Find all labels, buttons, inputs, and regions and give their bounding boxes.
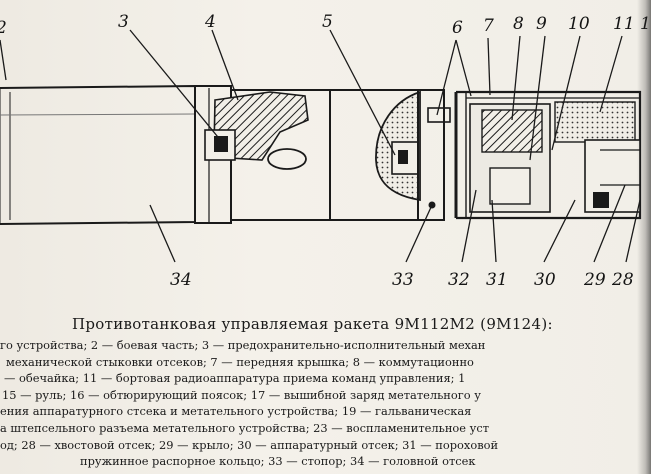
- side-port: [267, 148, 307, 170]
- leader-lines: [0, 29, 641, 263]
- ref-number-9: 9: [536, 14, 547, 34]
- ref-number-29: 29: [584, 270, 606, 290]
- ref-number-7: 7: [483, 16, 494, 36]
- ref-number-4: 4: [205, 12, 216, 32]
- missile-cutaway-drawing: [0, 29, 642, 263]
- ref-number-5: 5: [322, 12, 333, 32]
- legend-line: го устройства; 2 — боевая часть; 3 — пре…: [0, 338, 486, 352]
- ref-number-8: 8: [513, 14, 524, 34]
- ref-number-10: 10: [568, 14, 590, 34]
- caption-legend: го устройства; 2 — боевая часть; 3 — пре…: [0, 337, 651, 470]
- ref-number-11: 11: [613, 14, 635, 34]
- head-section-outline: [0, 84, 196, 225]
- ref-number-28: 28: [612, 270, 634, 290]
- page-edge-shadow: [637, 0, 651, 474]
- legend-line: — обечайка; 11 — бортовая радиоаппаратур…: [4, 371, 466, 386]
- ref-number-31: 31: [486, 270, 508, 290]
- legend-line: од; 28 — хвостовой отсек; 29 — крыло; 30…: [0, 437, 499, 452]
- legend-line: а штепсельного разъема метательного устр…: [0, 420, 490, 435]
- ref-number-32: 32: [448, 270, 470, 290]
- ref-number-30: 30: [534, 270, 556, 290]
- legend-line: 15 — руль; 16 — обтюрирующий поясок; 17 …: [2, 387, 481, 402]
- legend-line: механической стыковки отсеков; 7 — перед…: [6, 354, 474, 369]
- ref-number-34: 34: [170, 270, 192, 290]
- ref-number-3: 3: [118, 12, 129, 32]
- ref-number-33: 33: [392, 270, 414, 290]
- ref-number-6: 6: [452, 18, 463, 38]
- ref-number-2: 2: [0, 20, 7, 37]
- stopper-band: [417, 89, 445, 221]
- legend-line: пружинное распорное кольцо; 33 — стопор;…: [80, 454, 476, 469]
- caption-title: Противотанковая управляемая ракета 9М112…: [72, 315, 553, 333]
- missile-body: [0, 84, 642, 225]
- legend-line: ения аппаратурного стсека и метательного…: [0, 404, 472, 419]
